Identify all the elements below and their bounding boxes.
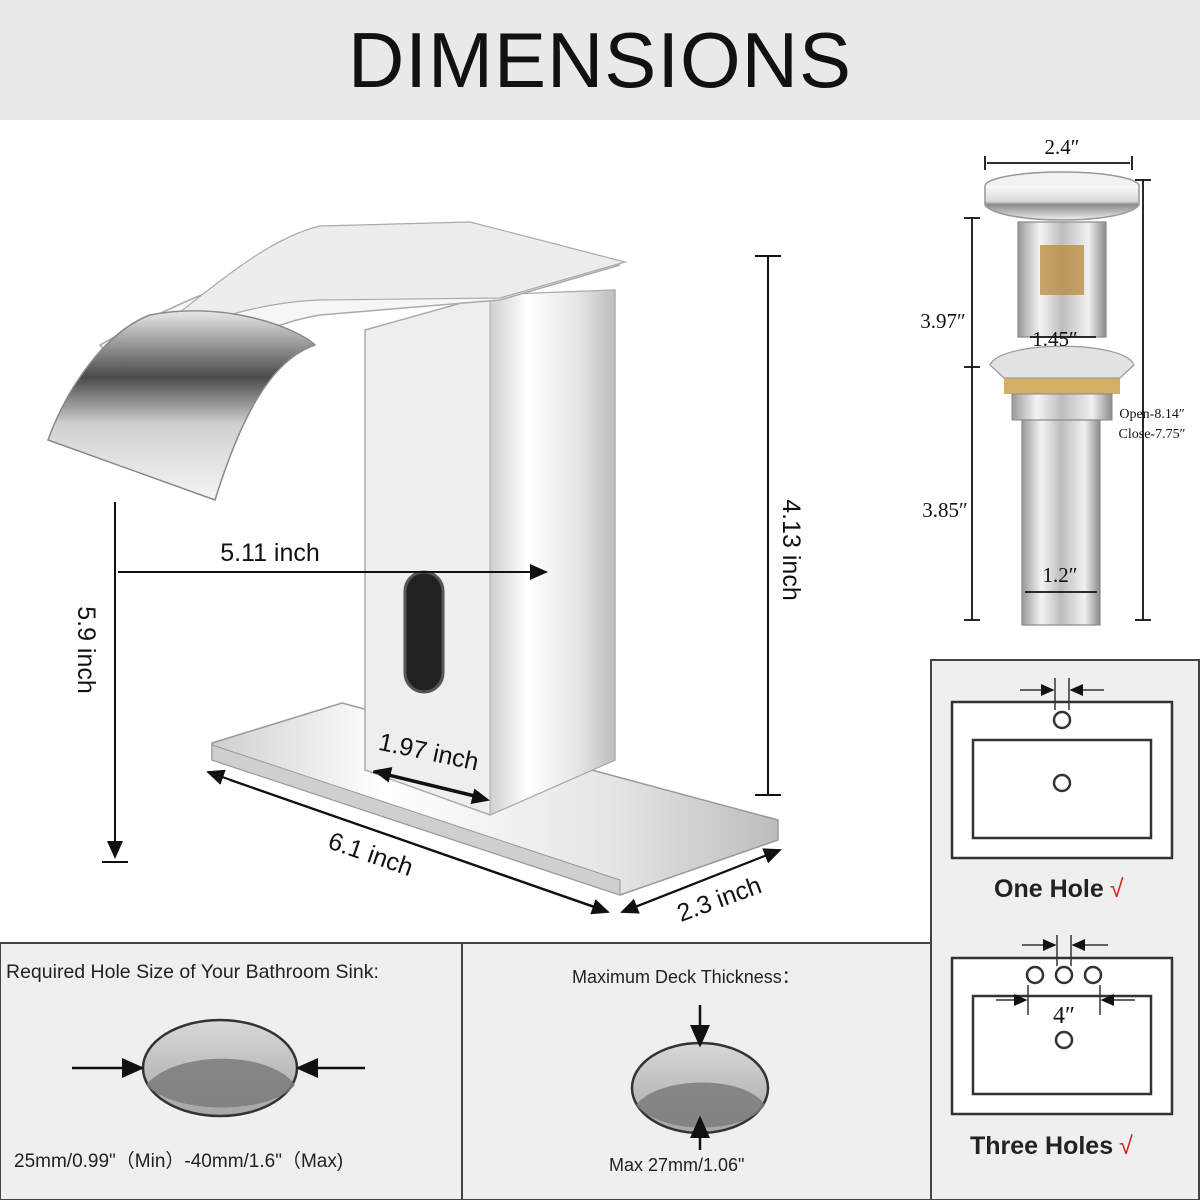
drain-inner-diameter-label: 1.45″ — [1032, 327, 1078, 351]
faucet-height-label: 4.13 inch — [777, 499, 805, 600]
one-hole-label: One Hole — [994, 875, 1104, 903]
drain-upper-body — [1017, 221, 1107, 338]
check-icon: √ — [1109, 875, 1124, 903]
drain-cap-diameter-label: 2.4″ — [1045, 135, 1080, 159]
faucet-dimension-lines — [102, 255, 782, 915]
bottom-panels — [0, 942, 932, 1200]
drain-close-height-label: Close-7.75″ — [1119, 427, 1186, 442]
drain-dimension-lines — [964, 156, 1151, 621]
three-holes-caption: Three Holes√ — [970, 1132, 1133, 1161]
drain-hole-icon-2 — [1054, 1030, 1074, 1050]
one-hole-caption: One Hole√ — [994, 875, 1123, 904]
deck-thickness-max: Max 27mm/1.06" — [609, 1155, 745, 1175]
hole-size-bowl — [72, 1018, 365, 1118]
faucet-hole-icon — [1052, 710, 1072, 730]
right-hole-icon — [1083, 965, 1103, 985]
page-title: DIMENSIONS — [347, 15, 853, 104]
header-banner: DIMENSIONS — [0, 0, 1200, 120]
left-hole-icon — [1025, 965, 1045, 985]
spout-reach-label: 5.11 inch — [220, 539, 320, 567]
drain-tailpiece — [1021, 419, 1101, 626]
sensor-window — [403, 570, 445, 694]
deck-width-label: 2.3 inch — [673, 871, 765, 927]
deck-thickness-heading: Maximum Deck Thickness： — [572, 967, 800, 987]
drain-tail-diameter-label: 1.2″ — [1043, 563, 1078, 587]
hole-size-heading: Required Hole Size of Your Bathroom Sink… — [6, 961, 379, 983]
hole-size-range: 25mm/0.99"（Min）-40mm/1.6"（Max) — [14, 1151, 344, 1172]
drain-upper-height-label: 3.97″ — [920, 309, 966, 333]
drain-open-height-label: Open-8.14″ — [1119, 407, 1184, 422]
three-holes-label: Three Holes — [970, 1132, 1114, 1160]
drain-illustration — [984, 171, 1140, 626]
spout-face — [47, 310, 317, 501]
three-holes-spacing-label: 4″ — [1053, 1003, 1075, 1029]
spout-height-label: 5.9 inch — [72, 606, 100, 694]
check-icon-2: √ — [1119, 1132, 1133, 1160]
drain-hole-icon — [1052, 773, 1072, 793]
center-hole-icon — [1054, 965, 1074, 985]
deck-length-label: 6.1 inch — [325, 827, 417, 882]
faucet-illustration — [47, 221, 779, 896]
drain-flange — [989, 345, 1135, 379]
sink-hole-panel: 4″ — [930, 659, 1200, 1200]
deck-thickness-bowl — [630, 1005, 770, 1150]
drain-lower-height-label: 3.85″ — [922, 498, 968, 522]
